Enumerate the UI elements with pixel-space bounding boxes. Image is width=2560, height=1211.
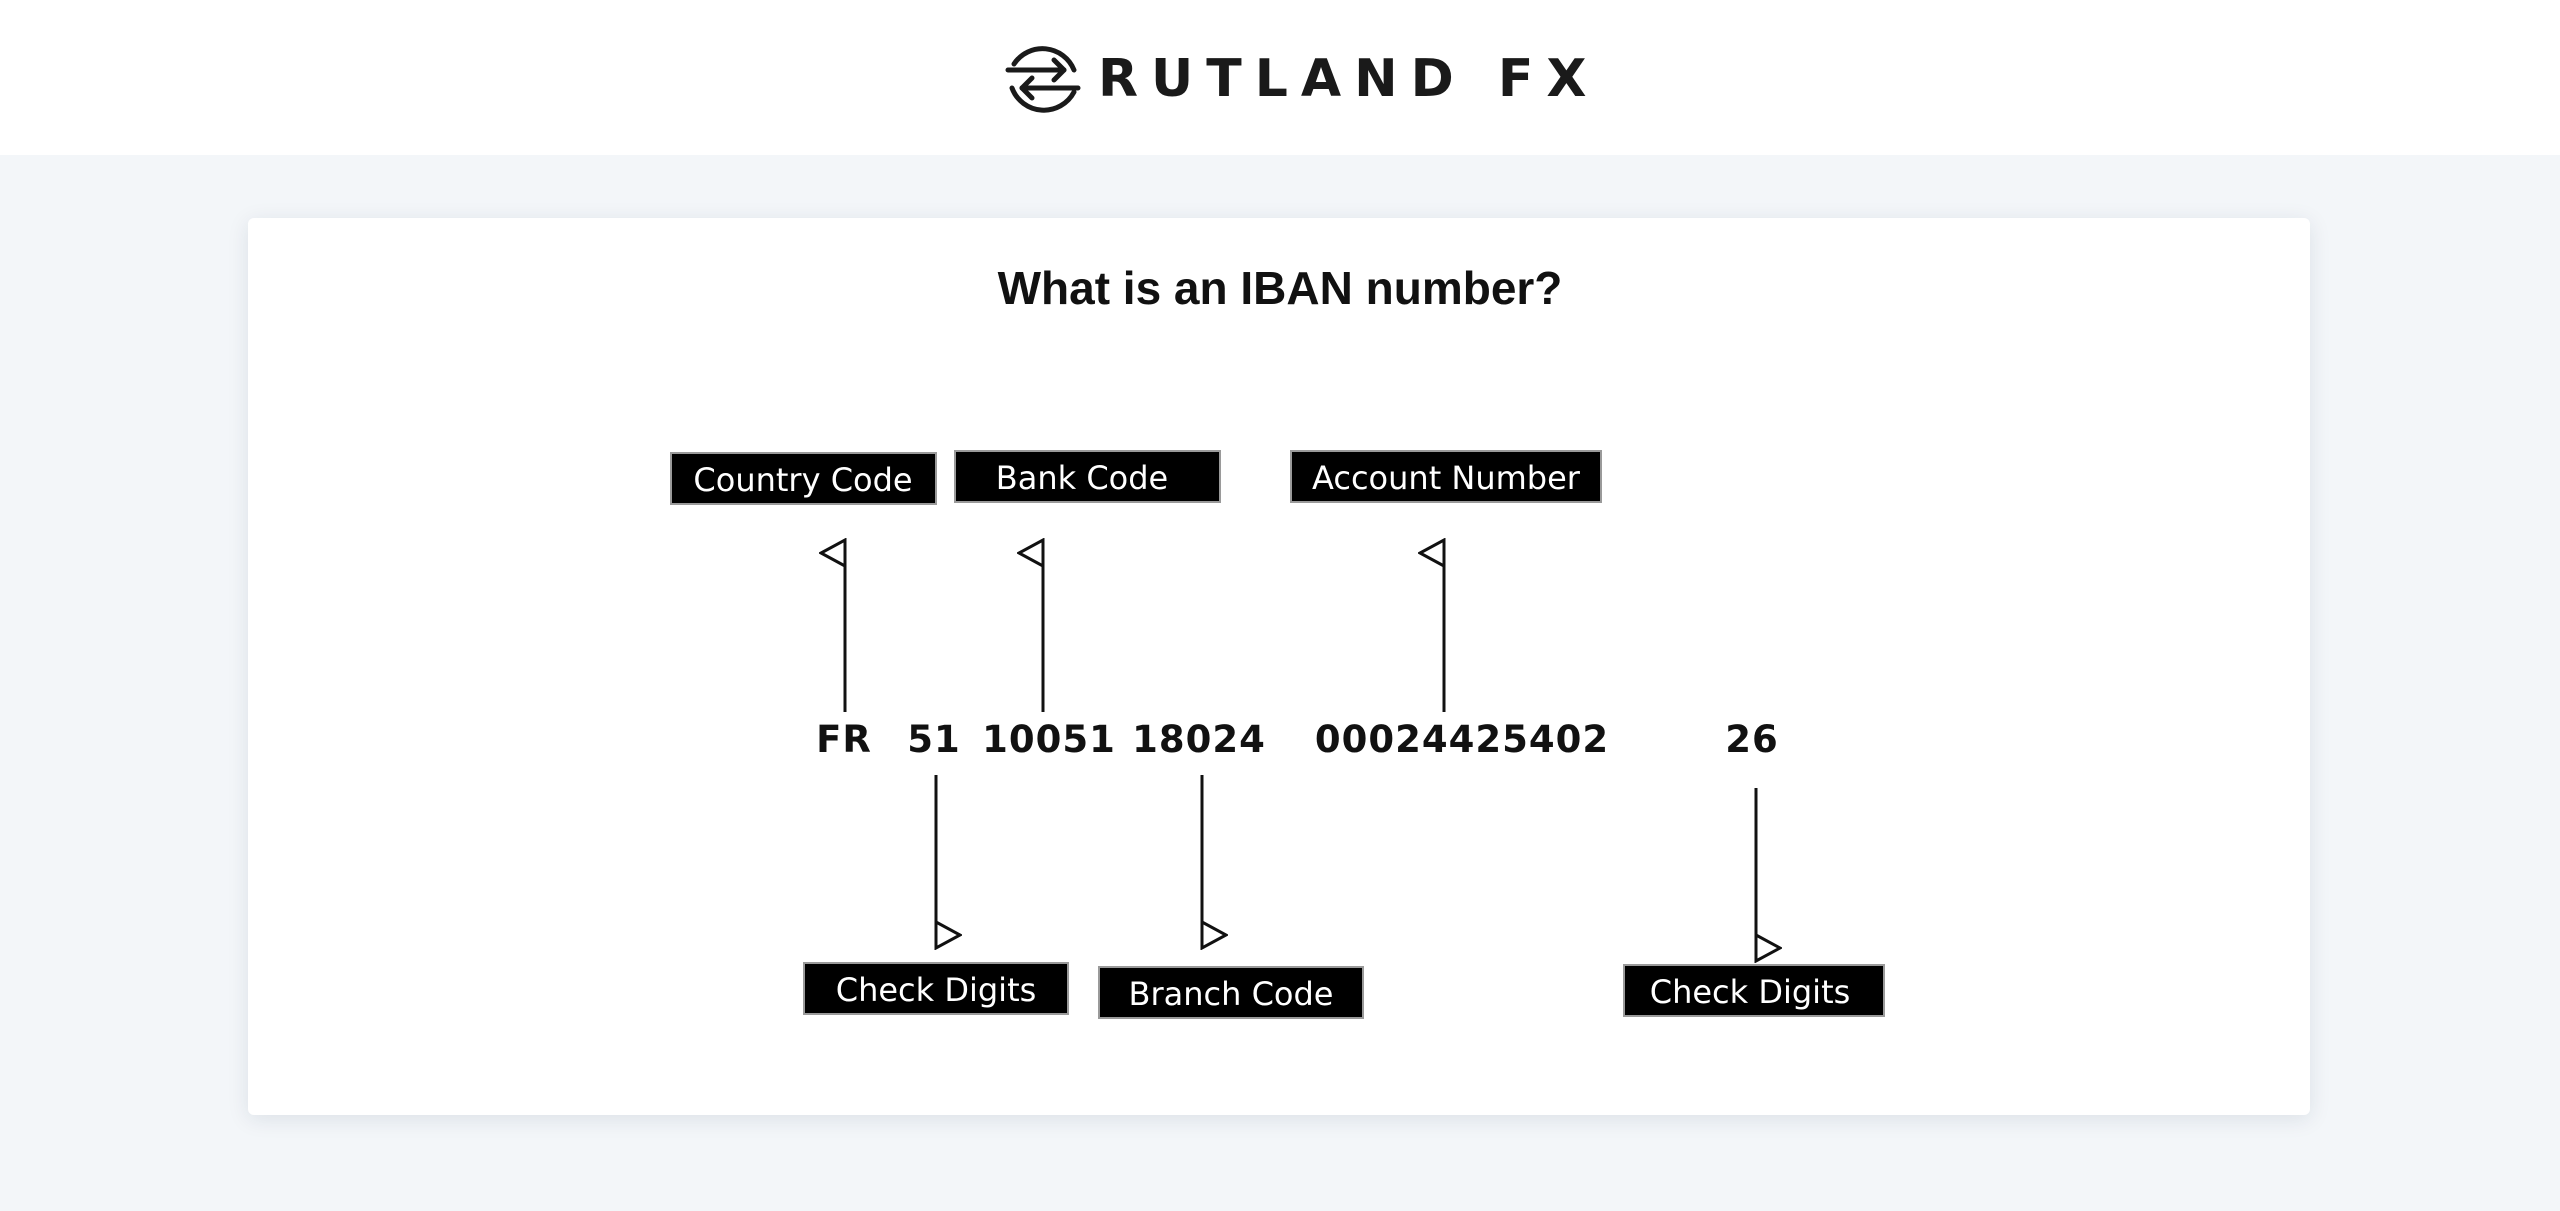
iban-part-country: FR: [816, 718, 872, 761]
label-country-code: Country Code: [670, 452, 937, 505]
header: RUTLAND FX: [0, 0, 2560, 155]
label-branch-code-text: Branch Code: [1129, 975, 1334, 1013]
label-check-digits-second-text: Check Digits: [1650, 973, 1851, 1011]
brand-logo[interactable]: RUTLAND FX: [1004, 40, 1600, 118]
iban-part-check-digits: 51: [907, 718, 961, 761]
brand-name: RUTLAND FX: [1098, 49, 1600, 109]
label-check-digits-first: Check Digits: [803, 962, 1069, 1015]
label-account-number-text: Account Number: [1312, 459, 1581, 497]
iban-part-key: 26: [1725, 718, 1779, 761]
exchange-arrows-icon: [1005, 46, 1081, 113]
label-country-code-text: Country Code: [693, 461, 912, 499]
page-title: What is an IBAN number?: [997, 262, 1563, 314]
label-branch-code: Branch Code: [1098, 966, 1364, 1019]
label-bank-code-text: Bank Code: [996, 459, 1168, 497]
label-check-digits-second: Check Digits: [1623, 964, 1885, 1017]
label-bank-code: Bank Code: [954, 450, 1221, 503]
iban-info-card: [248, 218, 2310, 1115]
iban-part-account: 00024425402: [1315, 718, 1609, 761]
label-check-digits-first-text: Check Digits: [836, 971, 1037, 1009]
label-account-number: Account Number: [1290, 450, 1602, 503]
iban-part-branch: 18024: [1132, 718, 1266, 761]
iban-part-bank: 10051: [982, 718, 1116, 761]
